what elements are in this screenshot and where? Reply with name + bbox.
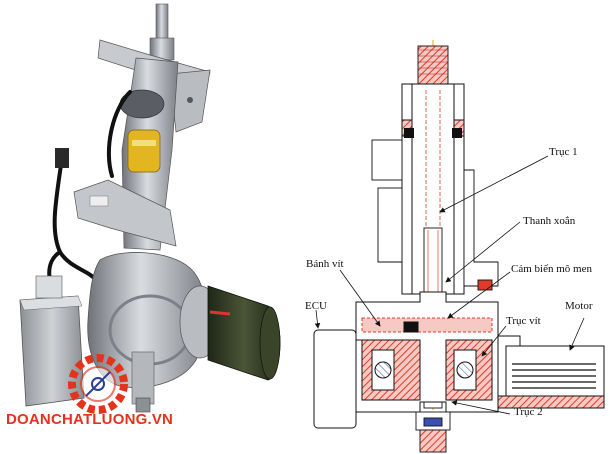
- gear-housing: [355, 291, 499, 413]
- cross-section-drawing: [313, 40, 605, 453]
- gear-logo: [68, 354, 128, 414]
- label-banh-vit: Bánh vít: [306, 258, 344, 270]
- clamp-bracket: [73, 179, 177, 247]
- leader-lines: [314, 155, 585, 415]
- motor: [179, 285, 281, 381]
- input-shaft-top: [417, 45, 449, 85]
- label-ecu: ECU: [305, 300, 327, 312]
- brand-watermark: DOANCHATLUONG.VN: [6, 411, 174, 428]
- label-truc-2: Trục 2: [514, 406, 543, 418]
- output-shaft: [415, 411, 451, 453]
- label-cam-bien-mo-men: Cảm biến mô men: [511, 263, 592, 275]
- gearbox-housing: [87, 252, 207, 413]
- upper-bearings: [404, 128, 462, 138]
- label-motor: Motor: [565, 300, 593, 312]
- column-bracket: [371, 139, 403, 263]
- motor-section: [497, 335, 605, 409]
- upper-shaft: [149, 3, 175, 61]
- ecu-section: [313, 329, 362, 429]
- ecu-box: [19, 275, 85, 407]
- connector: [55, 148, 69, 168]
- label-truc-vit: Trục vít: [506, 315, 541, 327]
- steering-column-photo: [19, 3, 281, 414]
- side-plate: [463, 169, 499, 291]
- label-thanh-xoan: Thanh xoắn: [523, 215, 576, 227]
- label-truc-1: Trục 1: [549, 146, 578, 158]
